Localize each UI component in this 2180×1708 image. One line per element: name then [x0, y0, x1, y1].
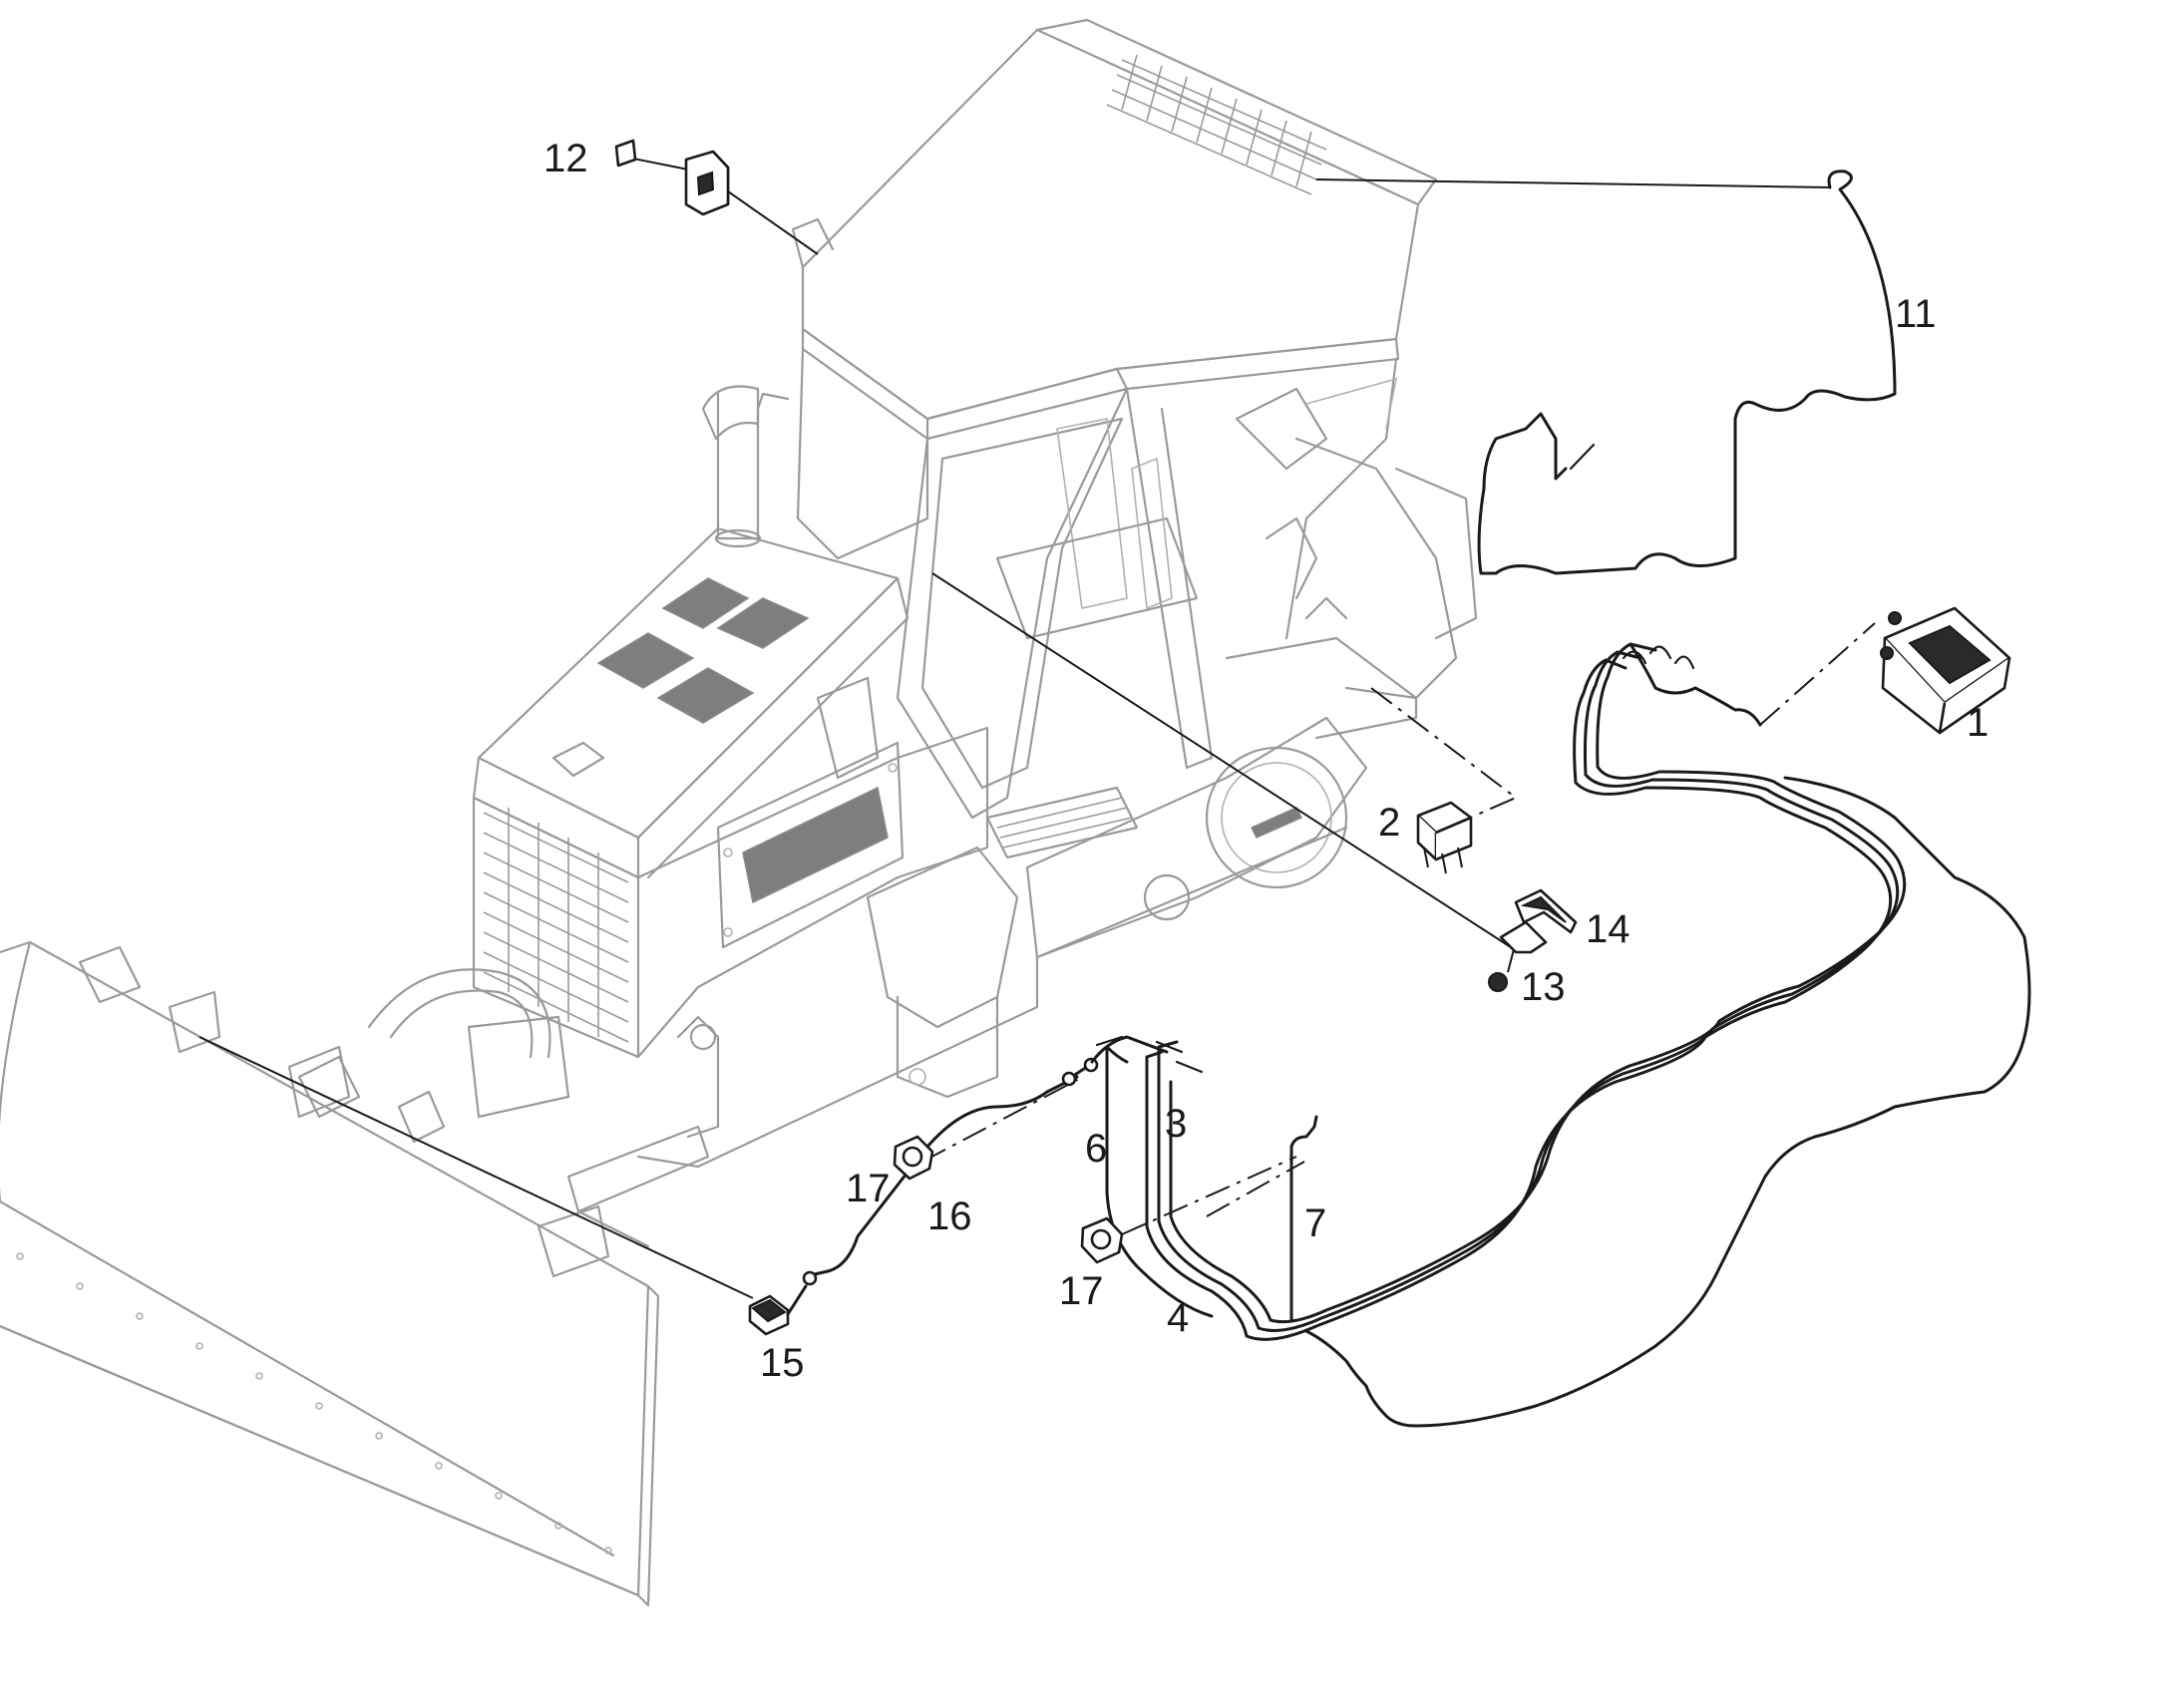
callout-labels: 1 2 3 4 6 7 11 12 13 14 15 16 17 17: [544, 137, 1989, 1385]
callout-6: 6: [1085, 1127, 1107, 1171]
lower-chassis: [676, 846, 1019, 1139]
callout-12: 12: [544, 137, 588, 180]
callout-13: 13: [1521, 965, 1566, 1009]
callout-11: 11: [1895, 292, 1937, 336]
cab-step: [985, 786, 1139, 859]
grommet-item-17b: [1080, 1156, 1297, 1264]
callout-1: 1: [1967, 701, 1989, 745]
switch-item-12: [614, 139, 819, 255]
exhaust-stack: [701, 385, 790, 548]
connector-item-2: [1416, 801, 1473, 874]
callout-15: 15: [760, 1341, 805, 1385]
harness-item-11: [1315, 170, 1897, 575]
leader-item-15: [198, 1036, 754, 1299]
callout-3: 3: [1165, 1102, 1187, 1146]
sensor-item-15: [748, 1270, 818, 1336]
track-frame: [636, 716, 1368, 1169]
main-harness: [1095, 642, 2031, 1428]
callout-17a: 17: [846, 1167, 891, 1210]
dozer-blade: [0, 940, 660, 1607]
callout-4: 4: [1167, 1296, 1189, 1340]
callout-2: 2: [1378, 801, 1400, 845]
grommet-item-17a: [893, 1135, 934, 1181]
module-item-1: [1759, 606, 2011, 735]
leader-item-7: [1206, 1161, 1305, 1217]
lift-arm-cylinder: [297, 968, 710, 1248]
roof-vent-grid: [1106, 54, 1327, 195]
leader-item-17a: [921, 1078, 1080, 1163]
blade-bolt-row: [16, 1252, 612, 1554]
rear-frame: [1225, 437, 1478, 740]
side-panel: [636, 726, 989, 1059]
callout-14: 14: [1586, 907, 1631, 951]
leader-item-13: [931, 572, 1515, 950]
cab-roof: [791, 18, 1438, 441]
engine-hood: [472, 526, 909, 879]
callout-7: 7: [1304, 1201, 1326, 1245]
bulldozer-outline: [0, 18, 1478, 1607]
callout-16: 16: [927, 1195, 972, 1238]
harness-item-16: [804, 1035, 1169, 1278]
cab-frame: [796, 347, 1398, 820]
connector-item-13: [1488, 920, 1548, 992]
harness-item-7: [1289, 1115, 1318, 1323]
callout-17b: 17: [1059, 1269, 1104, 1313]
